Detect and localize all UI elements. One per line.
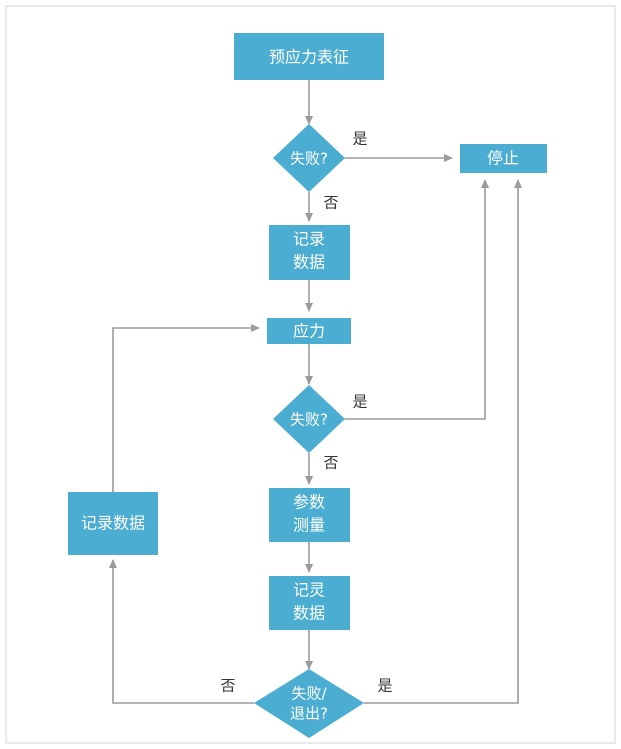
node-measure-label-line2: 测量 — [293, 516, 325, 535]
node-fail2[interactable]: 失败? — [273, 385, 345, 453]
node-prestress-shape — [234, 33, 384, 80]
node-record3[interactable]: 记录数据 — [68, 492, 158, 555]
node-record2-label-line2: 数据 — [293, 604, 325, 623]
edge-failexit-to-stop — [364, 179, 522, 704]
node-prestress-label: 预应力表征 — [269, 48, 349, 67]
edge-fail2-to-stop — [345, 179, 489, 420]
node-record2[interactable]: 记灵 数据 — [269, 576, 350, 630]
node-record1-label-line1: 记录 — [293, 230, 325, 249]
node-failexit-label-line1: 失败/ — [291, 685, 327, 703]
node-measure-shape — [269, 488, 350, 542]
node-fail1-shape — [273, 124, 345, 192]
edge-label-failexit-yes: 是 — [377, 677, 392, 695]
edge-label-fail2-yes: 是 — [352, 393, 367, 411]
node-stress[interactable]: 应力 — [267, 318, 351, 344]
node-record3-label: 记录数据 — [81, 514, 145, 533]
node-record2-shape — [269, 576, 350, 630]
node-stress-label: 应力 — [293, 322, 325, 341]
node-stress-shape — [267, 318, 351, 344]
edge-label-fail1-yes: 是 — [352, 130, 367, 148]
node-stop-label: 停止 — [487, 149, 519, 168]
node-record3-shape — [68, 492, 158, 555]
node-record1-shape — [269, 225, 350, 280]
node-record2-label-line1: 记灵 — [293, 581, 325, 600]
node-record1[interactable]: 记录 数据 — [269, 225, 350, 280]
node-fail1[interactable]: 失败? — [273, 124, 345, 192]
edge-label-fail2-no: 否 — [323, 454, 338, 472]
edge-label-fail1-no: 否 — [323, 194, 338, 212]
canvas-border — [5, 5, 616, 744]
node-failexit[interactable]: 失败/ 退出? — [254, 669, 364, 738]
edge-record3-to-stress — [112, 324, 260, 492]
node-prestress[interactable]: 预应力表征 — [234, 33, 384, 80]
node-measure-label-line1: 参数 — [293, 493, 325, 512]
node-stop-shape — [460, 144, 547, 173]
node-failexit-shape — [254, 669, 364, 738]
node-fail1-label: 失败? — [290, 150, 328, 168]
node-failexit-label-line2: 退出? — [290, 705, 328, 723]
node-fail2-label: 失败? — [290, 411, 328, 429]
edge-failexit-to-record3 — [109, 559, 254, 704]
node-fail2-shape — [273, 385, 345, 453]
node-stop[interactable]: 停止 — [460, 144, 547, 173]
node-record1-label-line2: 数据 — [293, 253, 325, 272]
node-measure[interactable]: 参数 测量 — [269, 488, 350, 542]
edge-label-failexit-no: 否 — [220, 677, 235, 695]
